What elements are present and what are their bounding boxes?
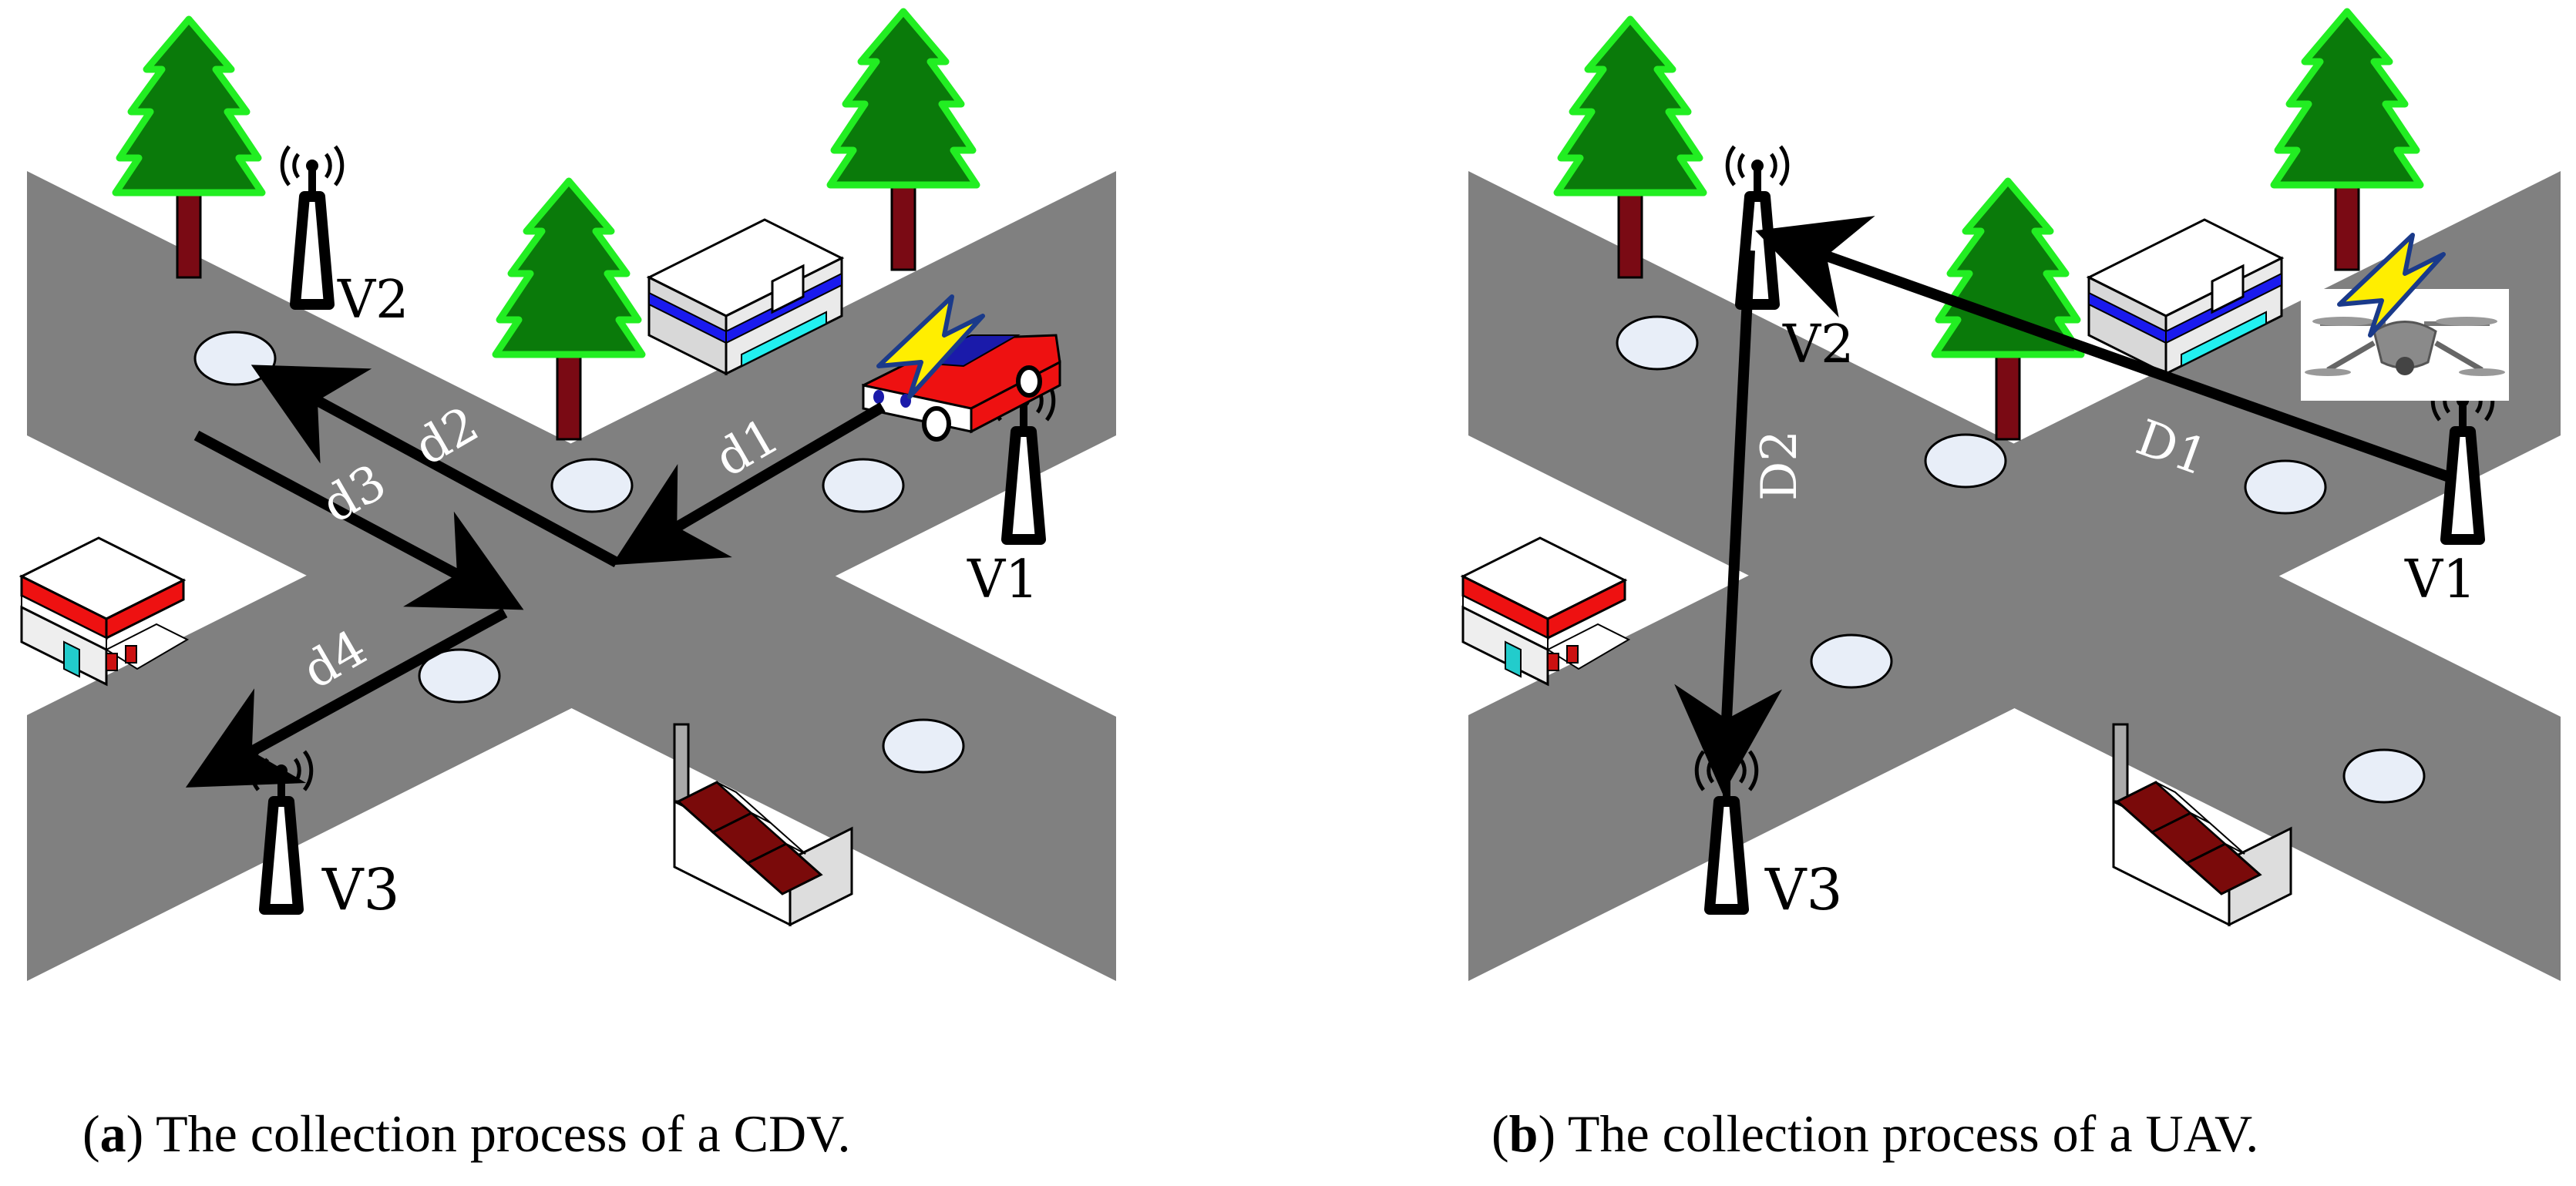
vehicle-label-v1: V1 [2404,549,2476,610]
vehicle-label-v1: V1 [967,549,1038,610]
caption-a-close: ) [126,1104,144,1163]
data-node [550,458,634,513]
caption-b-close: ) [1538,1104,1556,1163]
vehicle-label-v2: V2 [337,270,409,331]
path-d4-arrow [185,607,508,788]
panel-b: D1 D2 V2 V1 V3 [1461,12,2561,981]
car-icon [862,297,1061,442]
tower-icon-v2 [282,146,342,304]
path-d2-arrow [251,365,620,568]
tree-icon [496,181,642,439]
drone-icon [2301,235,2509,401]
data-node [882,718,965,774]
tree-icon [830,12,977,270]
data-node [1810,633,1893,689]
vehicle-label-v2: V2 [1782,314,1854,375]
caption-a-text: The collection process of a CDV. [143,1104,851,1163]
data-node [193,331,277,386]
caption-a-letter: a [99,1104,126,1163]
vehicle-label-v3: V3 [1764,857,1843,923]
data-node [2244,459,2327,515]
panel-a: d1 d2 d3 d4 V2 V1 V3 [20,12,1116,981]
data-node [822,458,905,513]
caption-a: (a) The collection process of a CDV. [82,1104,851,1163]
tree-icon [2274,12,2420,270]
data-node [2342,748,2426,804]
caption-b-text: The collection process of a UAV. [1555,1104,2259,1163]
tower-icon-v2 [1727,146,1787,304]
path-D2-arrow [1674,250,1783,795]
data-node [1924,433,2007,489]
path-d3-arrow [193,430,524,610]
caption-b-letter: b [1508,1104,1539,1163]
vehicle-label-v3: V3 [321,857,400,923]
data-node [1616,315,1699,371]
segment-label-D2: D2 [1751,430,1808,501]
tree-icon [1935,181,2081,439]
caption-b: (b) The collection process of a UAV. [1491,1104,2259,1163]
path-d1-arrow [611,401,886,566]
path-D1-arrow [1755,216,2453,483]
